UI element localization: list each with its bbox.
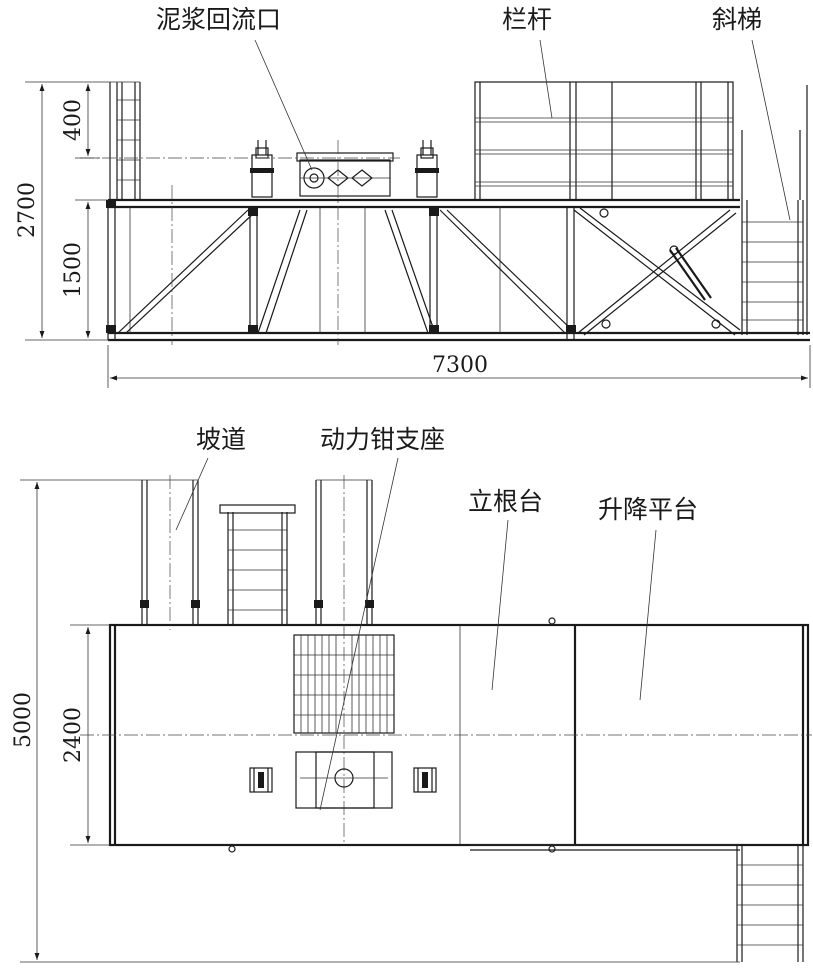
ramp	[140, 475, 374, 630]
stair-plan	[736, 845, 804, 962]
grating	[293, 634, 395, 734]
dim-2400: 2400	[61, 707, 86, 763]
railing-label: 栏杆	[502, 5, 552, 34]
elevation-centerlines	[80, 140, 400, 345]
mud-return-assembly	[250, 140, 439, 198]
tong-support-label: 动力钳支座	[320, 425, 445, 454]
plan-leaders	[175, 457, 657, 811]
elevation-dimensions	[25, 81, 811, 388]
dim-2700: 2700	[15, 182, 40, 238]
elevation-frame	[106, 81, 810, 342]
railing	[474, 81, 808, 335]
dim-400: 400	[61, 99, 86, 141]
elevation-view	[25, 39, 811, 388]
tong-support-plan	[249, 751, 437, 809]
ladder-plan	[219, 504, 296, 625]
lift-platform-label: 升降平台	[598, 495, 698, 524]
plan-platform	[80, 617, 812, 853]
pipe-rack-label: 立根台	[468, 487, 543, 516]
dim-7300: 7300	[432, 353, 488, 378]
stair-elevation	[741, 200, 804, 335]
dim-5000: 5000	[11, 692, 36, 748]
dim-1500: 1500	[61, 242, 86, 298]
plan-view	[20, 457, 812, 963]
plan-dimensions	[20, 479, 740, 963]
elevation-leaders	[254, 39, 791, 221]
stair-label: 斜梯	[712, 5, 762, 34]
mud-return-label: 泥浆回流口	[156, 5, 281, 34]
ramp-label: 坡道	[196, 425, 246, 454]
